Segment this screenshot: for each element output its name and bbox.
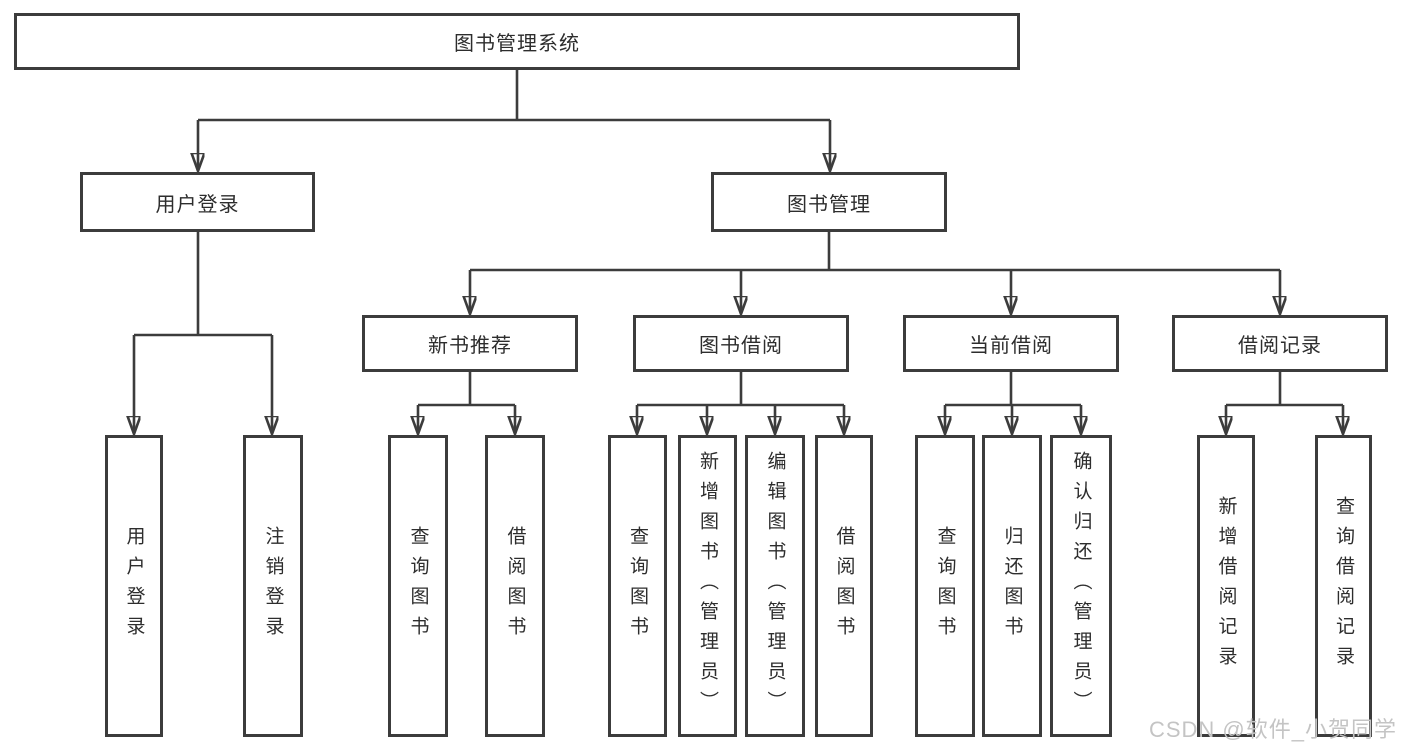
node-book-management: 图书管理: [711, 172, 947, 232]
node-current-borrow: 当前借阅: [903, 315, 1119, 372]
leaf-add-book-admin: 新增图书（管理员）: [678, 435, 737, 737]
leaf-borrow-books: 借阅图书: [815, 435, 873, 737]
node-user-login: 用户登录: [80, 172, 315, 232]
leaf-query-books-current: 查询图书: [915, 435, 975, 737]
csdn-watermark: CSDN @软件_小贺同学: [1148, 717, 1397, 742]
leaf-confirm-return-admin: 确认归还（管理员）: [1050, 435, 1112, 737]
leaf-add-borrow-record: 新增借阅记录: [1197, 435, 1255, 737]
leaf-query-books-borrow: 查询图书: [608, 435, 667, 737]
leaf-return-books: 归还图书: [982, 435, 1042, 737]
leaf-edit-book-admin: 编辑图书（管理员）: [745, 435, 805, 737]
node-book-borrow: 图书借阅: [633, 315, 849, 372]
node-library-management-system: 图书管理系统: [14, 13, 1020, 70]
node-new-book-recommend: 新书推荐: [362, 315, 578, 372]
leaf-user-login: 用户登录: [105, 435, 163, 737]
leaf-query-books-recommend: 查询图书: [388, 435, 448, 737]
leaf-borrow-books-recommend: 借阅图书: [485, 435, 545, 737]
leaf-query-borrow-record: 查询借阅记录: [1315, 435, 1372, 737]
leaf-logout: 注销登录: [243, 435, 303, 737]
node-borrow-records: 借阅记录: [1172, 315, 1388, 372]
